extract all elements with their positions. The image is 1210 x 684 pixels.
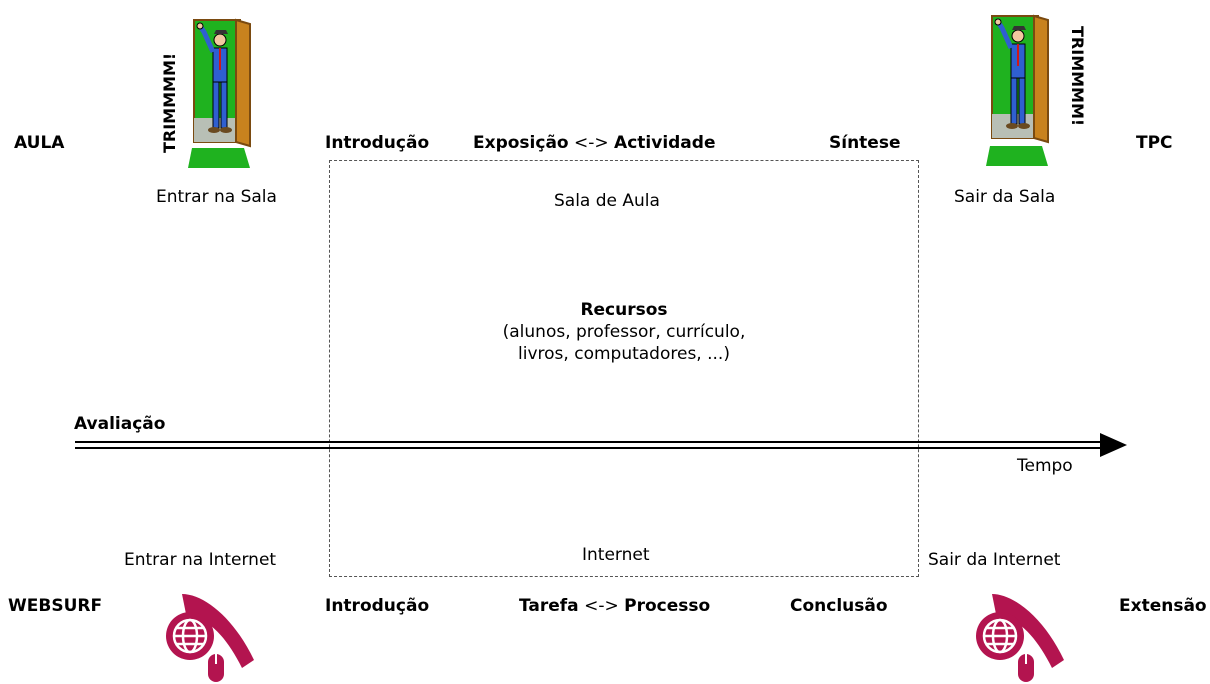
classroom-internet-frame (329, 160, 919, 577)
phase-conclusao: Conclusão (790, 596, 888, 616)
time-label: Tempo (1017, 456, 1073, 476)
resources-line-2: livros, computadores, ...) (518, 344, 730, 364)
enter-internet-label: Entrar na Internet (124, 550, 277, 570)
aula-label: AULA (14, 133, 65, 153)
exit-internet-label: Sair da Internet (928, 550, 1061, 570)
phase-actividade: Actividade (614, 133, 716, 153)
phase-introducao-web: Introdução (325, 596, 430, 616)
tpc-label: TPC (1136, 133, 1173, 153)
phase-tarefa: Tarefa (519, 596, 579, 616)
internet-room-label: Internet (582, 545, 650, 565)
door-person-icon (188, 18, 251, 168)
phase-exposicao-activity: Exposição <-> Actividade (473, 133, 715, 153)
phase-arrow: <-> (574, 133, 609, 153)
evaluation-label: Avaliação (74, 414, 166, 434)
internet-globe-mouse-icon (976, 594, 1064, 682)
room-label: Sala de Aula (554, 191, 660, 211)
phase-tarefa-processo: Tarefa <-> Processo (519, 596, 710, 616)
timeline-arrowhead (1100, 433, 1127, 457)
phase-arrow-web: <-> (584, 596, 619, 616)
enter-room-label: Entrar na Sala (156, 187, 277, 207)
phase-processo: Processo (624, 596, 711, 616)
extensao-label: Extensão (1119, 596, 1207, 616)
door-person-icon (986, 14, 1049, 166)
internet-globe-mouse-icon (166, 594, 254, 682)
exit-room-label: Sair da Sala (954, 187, 1056, 207)
phase-exposicao: Exposição (473, 133, 569, 153)
phase-introducao: Introdução (325, 133, 430, 153)
phase-sintese: Síntese (829, 133, 901, 153)
resources-line-1: (alunos, professor, currículo, (502, 322, 746, 342)
websurf-label: WEBSURF (8, 596, 103, 616)
resources-title: Recursos (580, 300, 668, 320)
